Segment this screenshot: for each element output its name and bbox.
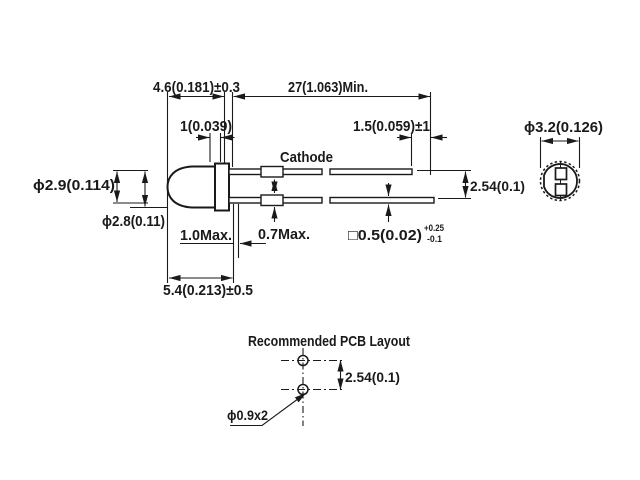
anode-lead-cross-section: [554, 183, 568, 197]
flange-ticked-circle: [539, 160, 581, 202]
led-leads: [228, 165, 435, 207]
dim-lead-square-tol-plus: +0.25: [424, 223, 445, 234]
led-body-side-view: [166, 162, 435, 212]
led-flange: [214, 162, 230, 212]
side-view-dimension-lines: [113, 92, 471, 283]
dim-flange-thickness-label: 1(0.039): [180, 118, 232, 135]
dim-lead-square-label: □0.5(0.02): [348, 227, 422, 244]
dim-lead-pitch-label: 2.54(0.1): [470, 178, 525, 194]
dim-lead-square-tol-minus: -0.1: [427, 234, 443, 245]
dim-lead-tip-label: 1.5(0.059)±1: [353, 118, 430, 135]
end-view-dimension-lines: [539, 137, 581, 168]
led-dome: [166, 165, 216, 209]
anode-lead-tab: [260, 194, 284, 207]
dimension-labels: 4.6(0.181)±0.3 27(1.063)Min. 1(0.039) 1.…: [33, 79, 603, 423]
anode-lead-end: [329, 196, 435, 204]
dim-body-length-label: 4.6(0.181)±0.3: [153, 79, 240, 96]
led-end-view: [539, 137, 581, 202]
dim-total-length-label: 5.4(0.213)±0.5: [163, 282, 253, 299]
dim-lead-length-label: 27(1.063)Min.: [288, 79, 368, 96]
dim-body-diameter-label: ϕ2.8(0.11): [102, 213, 165, 230]
cathode-label: Cathode: [280, 149, 333, 166]
pcb-hole-diameter-label: ϕ0.9x2: [227, 407, 268, 423]
pcb-dimension-lines: [230, 360, 344, 427]
pcb-hole-pitch-label: 2.54(0.1): [345, 369, 400, 385]
dim-tab-thickness-label: 0.7Max.: [258, 226, 310, 243]
dim-flange-diameter-label: ϕ3.2(0.126): [524, 119, 603, 136]
dim-standoff-label: 1.0Max.: [180, 227, 232, 244]
cathode-lead-end: [329, 168, 413, 176]
pcb-centerlines: [281, 348, 342, 426]
pcb-layout-title: Recommended PCB Layout: [248, 333, 410, 350]
cathode-lead-cross-section: [554, 167, 568, 181]
dim-dome-diameter-label: ϕ2.9(0.114): [33, 177, 115, 194]
cathode-lead-tab: [260, 165, 284, 178]
pcb-layout: [230, 348, 344, 427]
